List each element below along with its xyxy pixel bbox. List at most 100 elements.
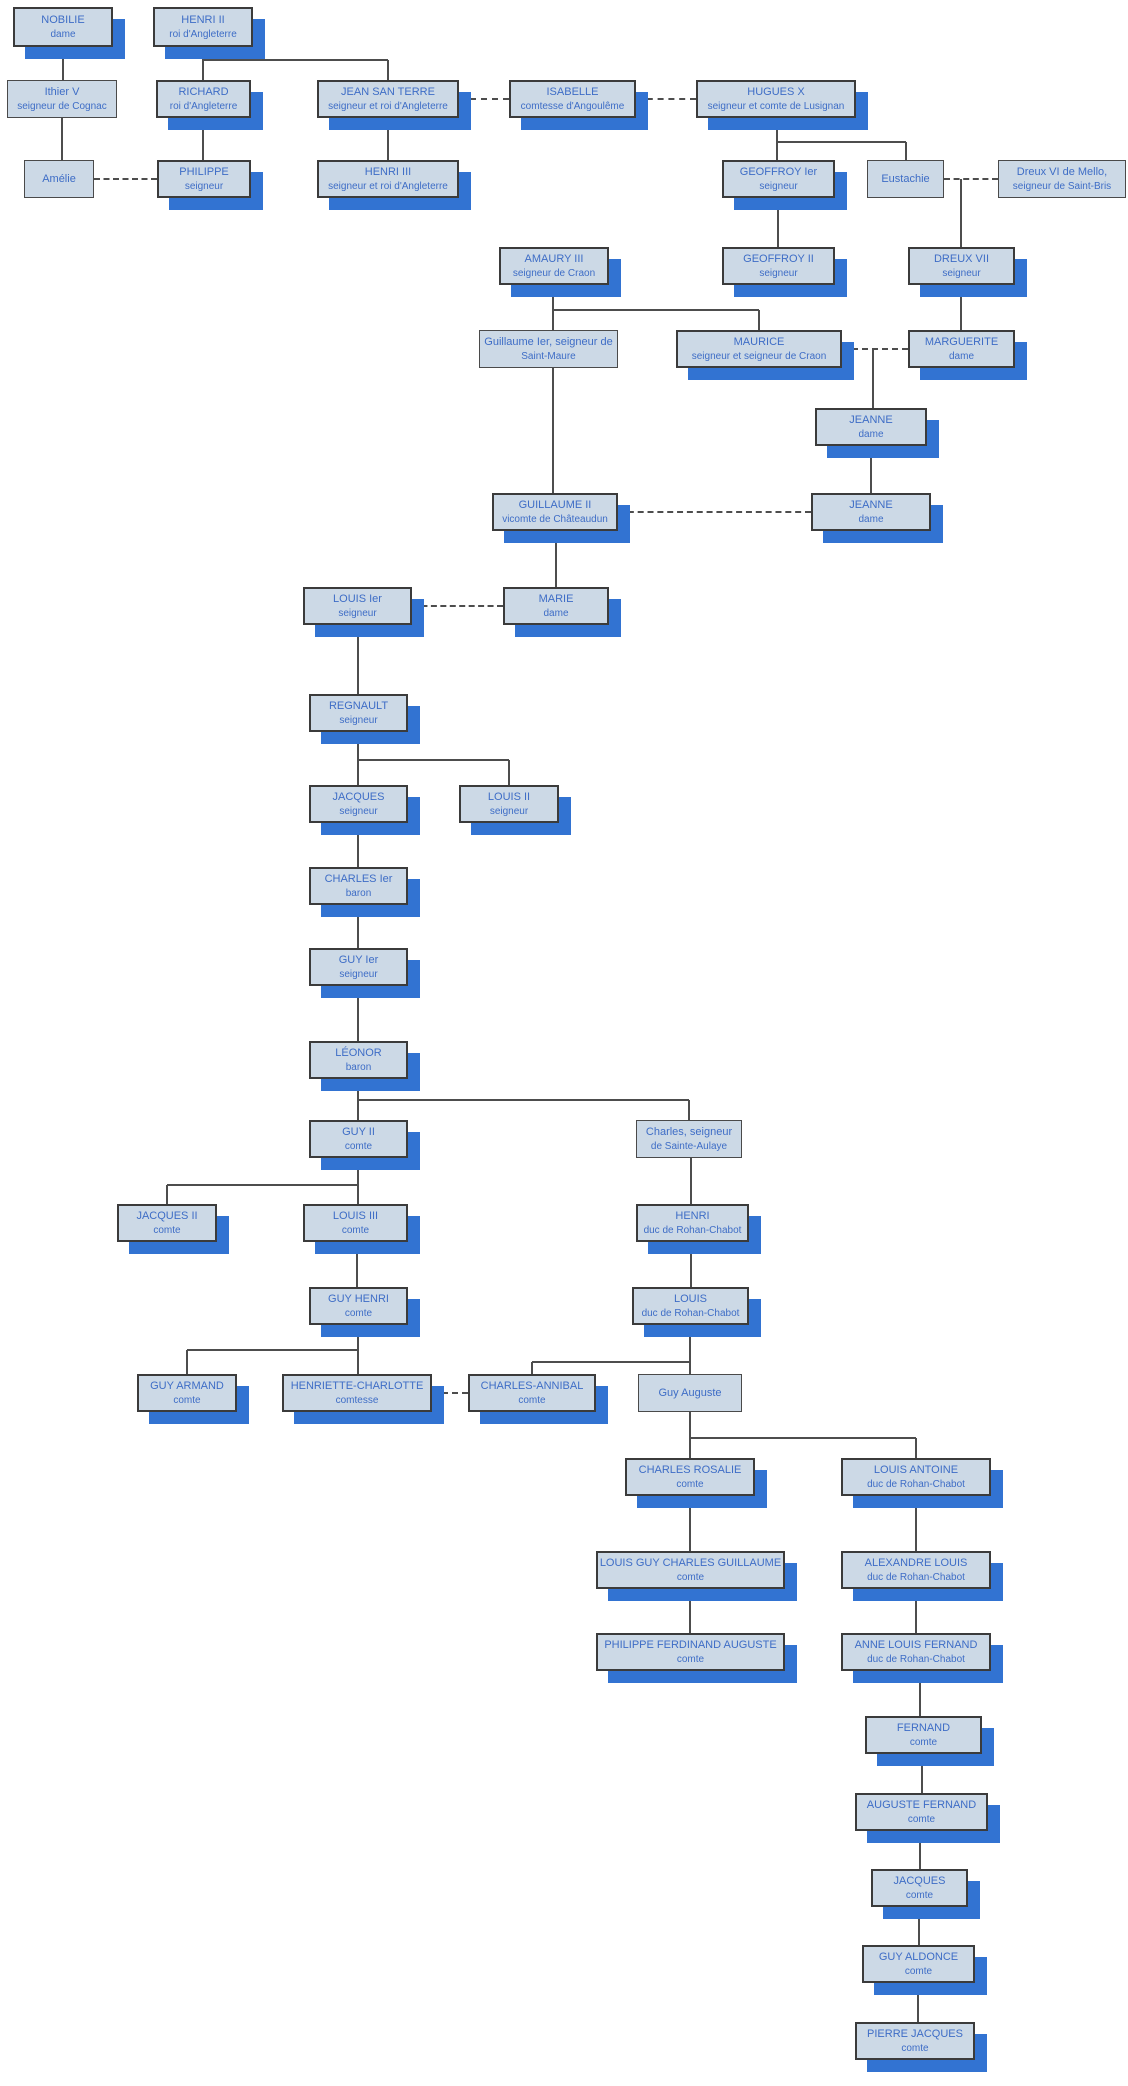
descent-connector-line <box>187 1349 358 1351</box>
person-node-amelie[interactable]: Amélie <box>24 160 94 198</box>
person-name: Dreux VI de Mello, <box>1016 166 1108 179</box>
person-title: duc de Rohan-Chabot <box>867 1653 965 1665</box>
person-name: CHARLES-ANNIBAL <box>480 1380 584 1393</box>
person-name: PIERRE JACQUES <box>867 2028 963 2041</box>
person-name: HENRI <box>675 1210 710 1223</box>
person-title: comtesse <box>335 1394 379 1406</box>
person-node-eustachie[interactable]: Eustachie <box>867 160 944 198</box>
marriage-connector-line <box>412 605 503 607</box>
person-title: comte <box>905 1889 934 1901</box>
person-name: GUY ARMAND <box>150 1380 224 1393</box>
descent-connector-line <box>358 759 509 761</box>
person-title: comte <box>153 1224 181 1236</box>
descent-connector-line <box>921 1754 923 1793</box>
person-title: comte <box>344 1307 373 1319</box>
person-title: seigneur <box>339 714 378 726</box>
marriage-connector-line <box>459 98 509 100</box>
descent-connector-line <box>689 1589 691 1633</box>
marriage-connector-line <box>94 178 157 180</box>
person-title: comte <box>904 1965 933 1977</box>
person-name: JEANNE <box>849 414 893 427</box>
descent-connector-line <box>960 285 962 330</box>
descent-connector-line <box>919 1671 921 1716</box>
descent-connector-line <box>552 285 554 330</box>
person-title: de Sainte-Aulaye <box>650 1140 728 1152</box>
descent-connector-line <box>387 118 389 160</box>
descent-connector-line <box>166 1185 168 1204</box>
marriage-connector-line <box>618 511 811 513</box>
descent-connector-line <box>202 47 204 80</box>
descent-connector-line <box>690 1437 916 1439</box>
person-title: seigneur de Cognac <box>17 100 107 112</box>
person-name: Amélie <box>42 172 76 185</box>
descent-connector-line <box>689 1412 691 1458</box>
person-name: JEAN SAN TERRE <box>341 86 435 99</box>
descent-connector-line <box>918 1907 920 1945</box>
person-name: ANNE LOUIS FERNAND <box>854 1639 978 1652</box>
person-title: seigneur <box>942 267 981 279</box>
person-title: comte <box>344 1140 373 1152</box>
person-name: ISABELLE <box>546 86 599 99</box>
descent-connector-line <box>689 1325 691 1374</box>
descent-connector-line <box>532 1361 690 1363</box>
person-name: LÉONOR <box>335 1047 382 1060</box>
person-title: comte <box>676 1653 705 1665</box>
person-title: seigneur <box>759 180 798 192</box>
person-node-dreux-vi[interactable]: Dreux VI de Mello,seigneur de Saint-Bris <box>998 160 1126 198</box>
person-node-guy-auguste[interactable]: Guy Auguste <box>638 1374 742 1412</box>
person-title: seigneur <box>338 607 377 619</box>
descent-connector-line <box>915 1438 917 1458</box>
person-name: GUY HENRI <box>328 1293 389 1306</box>
person-title: dame <box>50 28 76 40</box>
person-name: REGNAULT <box>328 700 389 713</box>
